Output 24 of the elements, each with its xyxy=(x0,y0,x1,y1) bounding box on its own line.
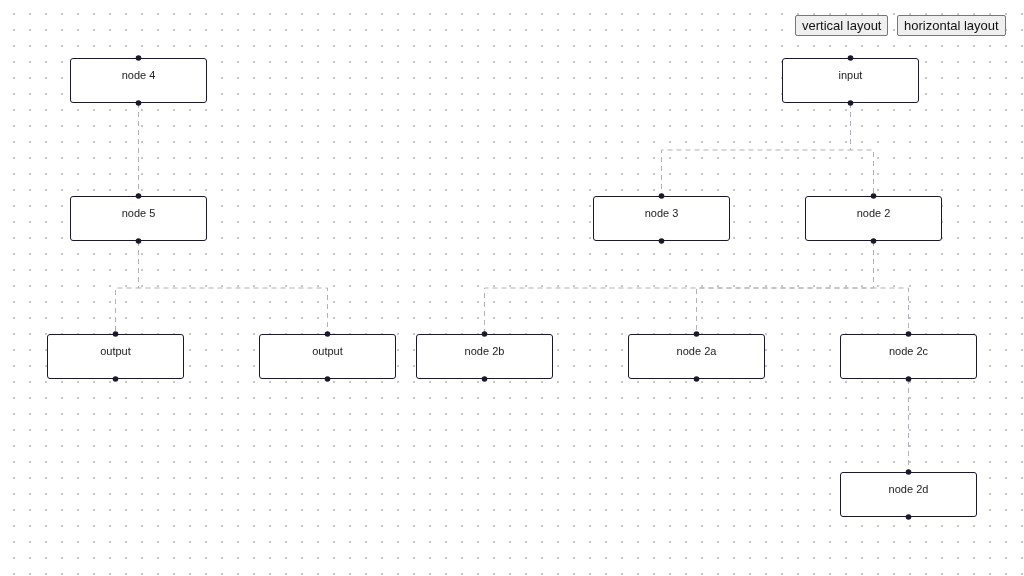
node-label: node 2 xyxy=(855,207,892,219)
node-label: node 2c xyxy=(887,345,930,357)
node-label: node 5 xyxy=(120,207,157,219)
flow-node-box xyxy=(70,58,207,103)
flow-node-box xyxy=(70,196,207,241)
flow-node-box xyxy=(416,334,553,379)
node-label: node 2a xyxy=(675,345,718,357)
flow-node-box xyxy=(593,196,730,241)
node-label: output xyxy=(99,345,132,357)
flow-node-box xyxy=(782,58,919,103)
node-label: output xyxy=(311,345,344,357)
node-label: node 2b xyxy=(463,345,506,357)
node-label: input xyxy=(837,69,864,81)
layout-button: horizontal layout xyxy=(897,15,1006,36)
layout-button: vertical layout xyxy=(795,15,889,36)
flow-node-box xyxy=(840,472,977,517)
flow-node-box xyxy=(840,334,977,379)
flow-node-box xyxy=(628,334,765,379)
flow-node-box xyxy=(47,334,184,379)
node-label: node 2d xyxy=(887,483,930,495)
flow-node-box xyxy=(805,196,942,241)
node-label: node 3 xyxy=(643,207,680,219)
flow-node-box xyxy=(259,334,396,379)
node-label: node 4 xyxy=(120,69,157,81)
